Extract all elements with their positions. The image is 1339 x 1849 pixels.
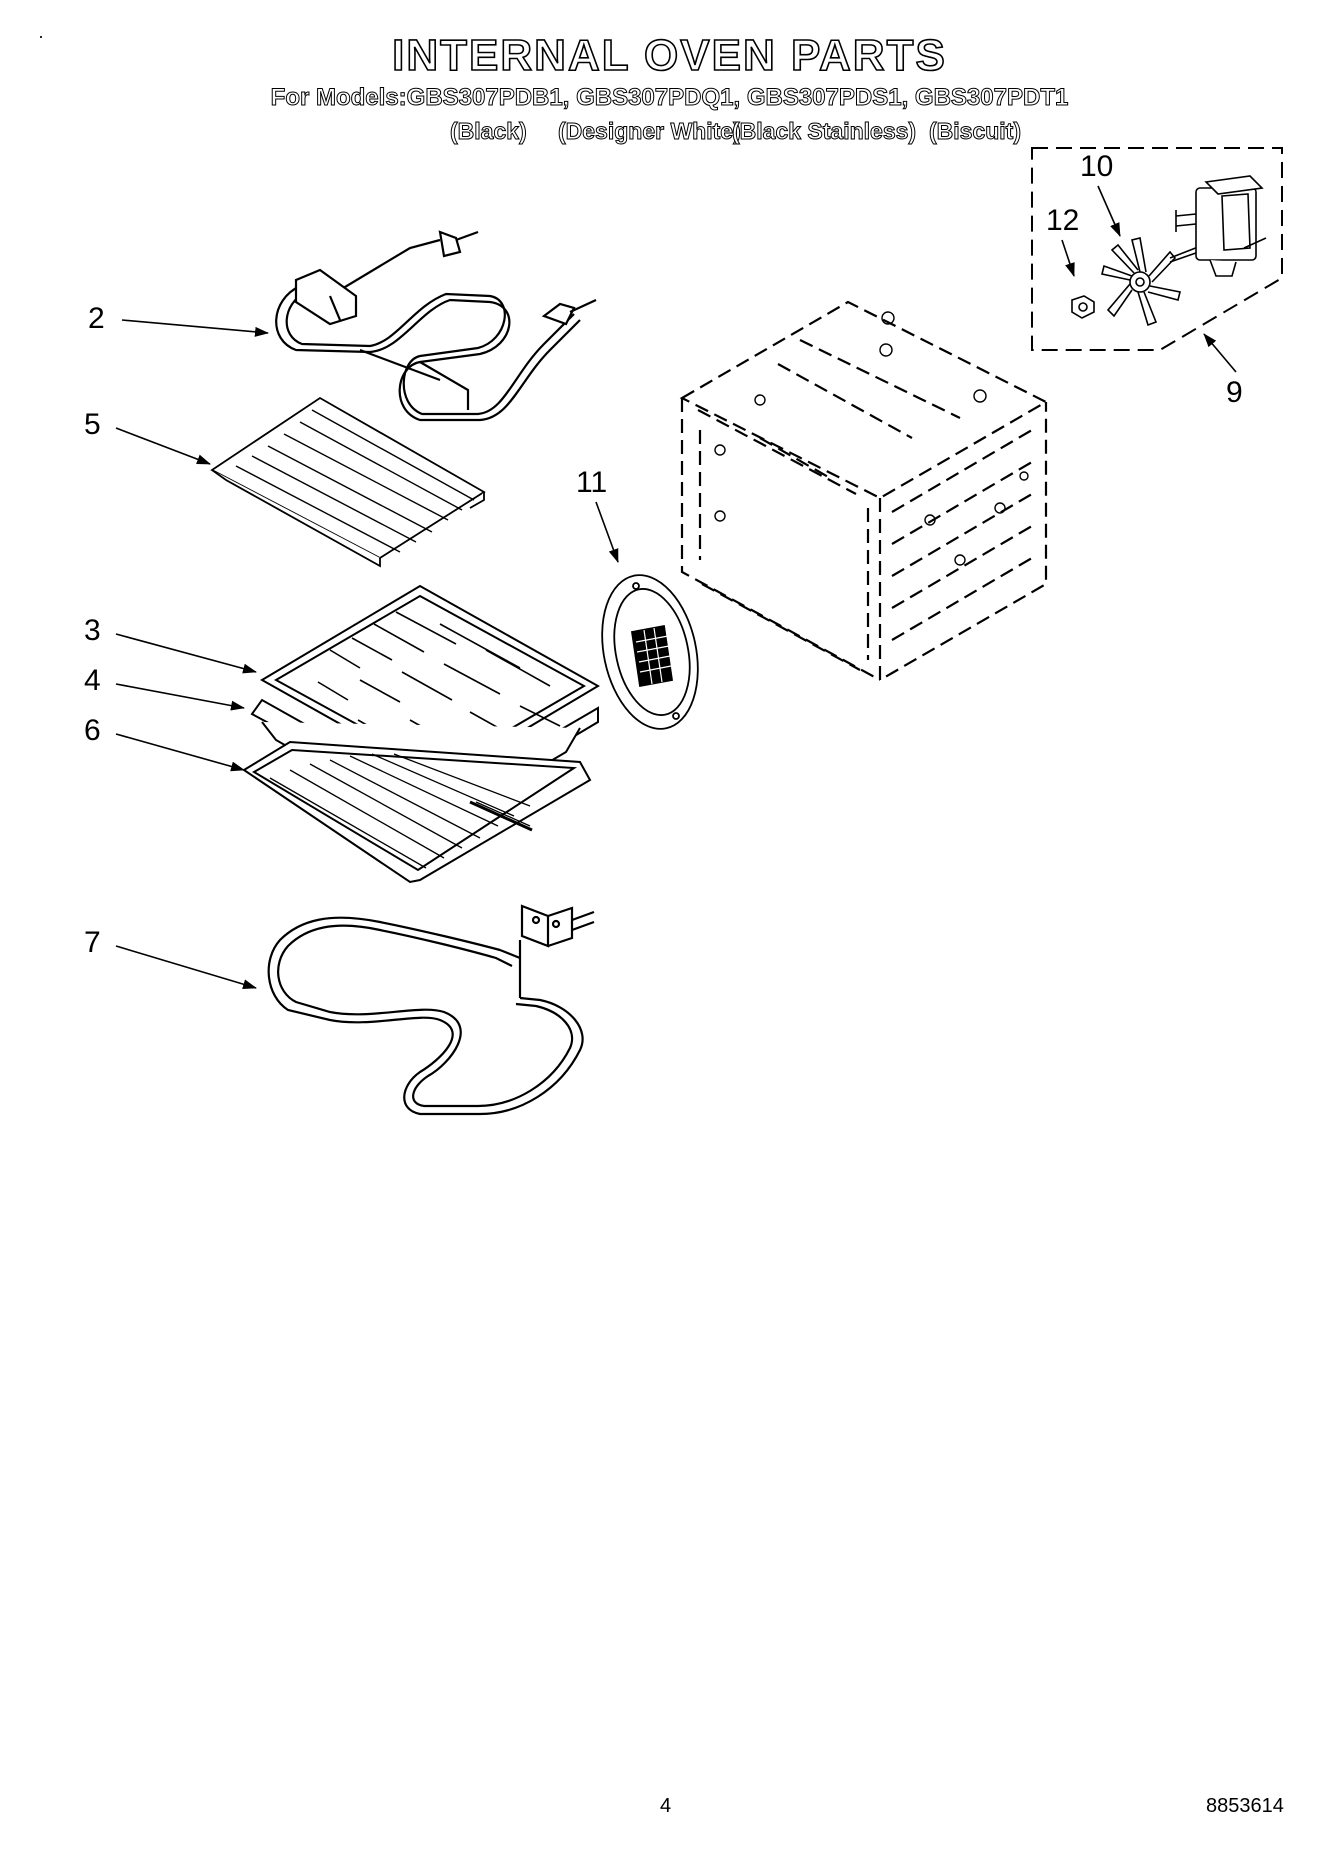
fan-blades	[1101, 237, 1181, 327]
part-11-fan-cover	[601, 574, 699, 730]
model-2: GBS307PDQ1,	[576, 84, 741, 111]
part-5-deflector	[210, 396, 486, 568]
arrow-4	[115, 683, 245, 711]
model-4: GBS307PDT1	[914, 84, 1069, 111]
convection-motor	[1169, 175, 1267, 277]
model-3: GBS307PDS1,	[746, 84, 909, 111]
arrow-2	[121, 319, 269, 337]
models-line: For Models:GBS307PDB1, GBS307PDQ1, GBS30…	[0, 84, 1339, 111]
color-1: (Black)	[450, 118, 528, 145]
leader-arrows	[115, 185, 1237, 990]
callout-11: 11	[576, 466, 608, 499]
callout-4: 4	[84, 664, 101, 697]
callout-12: 12	[1046, 204, 1080, 237]
part-12-nut	[1071, 295, 1095, 319]
callout-10: 10	[1080, 150, 1114, 183]
model-1: GBS307PDB1,	[406, 84, 570, 111]
arrow-12	[1061, 239, 1075, 277]
page-title: INTERNAL OVEN PARTS	[391, 31, 947, 80]
callout-7: 7	[84, 926, 101, 959]
arrow-11	[595, 501, 619, 563]
models-prefix: For Models:	[270, 84, 407, 111]
arrow-7	[115, 945, 257, 990]
page-number: 4	[660, 1795, 672, 1817]
oven-cavity	[679, 300, 1049, 682]
oven-cavity-holes	[714, 311, 1029, 566]
part-6-pan-liner	[242, 740, 592, 884]
callout-5: 5	[84, 408, 101, 441]
color-4: (Biscuit)	[929, 118, 1022, 145]
document-number: 8853614	[1206, 1795, 1284, 1817]
callout-2: 2	[88, 302, 105, 335]
arrow-5	[115, 427, 211, 465]
kit-9-outline	[1031, 147, 1283, 351]
callout-9: 9	[1226, 376, 1243, 409]
stray-mark: ·	[38, 26, 44, 46]
color-3: (Black Stainless)	[731, 118, 917, 145]
arrow-3	[115, 633, 257, 674]
arrow-6	[115, 733, 245, 772]
callout-3: 3	[84, 614, 101, 647]
arrow-9	[1203, 333, 1237, 373]
arrow-10	[1097, 185, 1121, 237]
callout-6: 6	[84, 714, 101, 747]
color-2: (Designer White)	[558, 118, 742, 145]
part-10-fan-blade	[1101, 237, 1181, 327]
part-2-upper-element	[275, 230, 597, 422]
part-7-bake-element	[267, 904, 595, 1116]
